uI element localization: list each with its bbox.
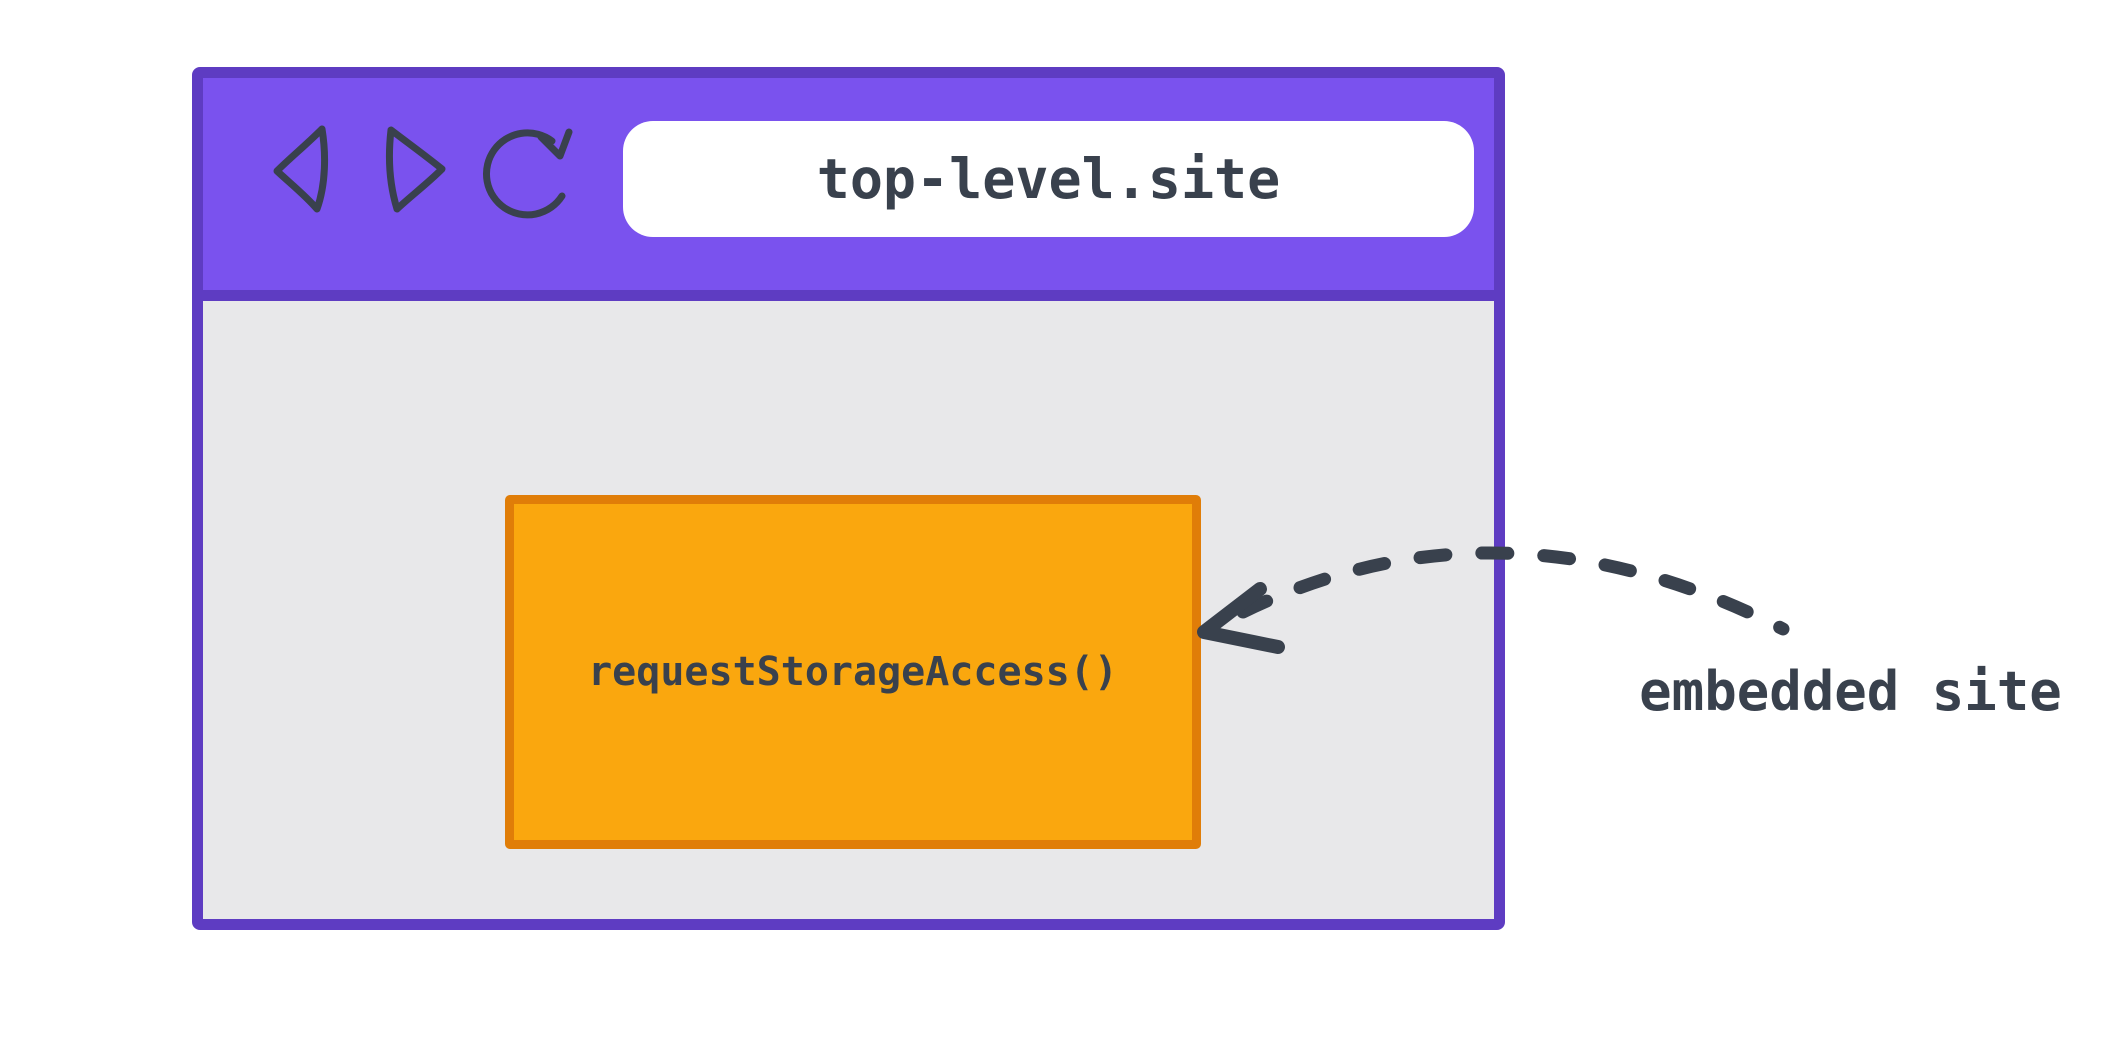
embedded-frame-label: requestStorageAccess()	[588, 649, 1118, 695]
browser-window: top-level.site	[192, 67, 1505, 930]
reload-icon[interactable]	[482, 128, 573, 219]
back-icon[interactable]	[273, 125, 329, 213]
embedded-site-annotation: embedded site	[1639, 660, 2062, 723]
address-bar-url: top-level.site	[816, 147, 1281, 211]
address-bar[interactable]: top-level.site	[623, 121, 1474, 237]
browser-toolbar: top-level.site	[203, 78, 1494, 301]
embedded-frame[interactable]: requestStorageAccess()	[505, 495, 1201, 849]
forward-icon[interactable]	[385, 126, 446, 213]
